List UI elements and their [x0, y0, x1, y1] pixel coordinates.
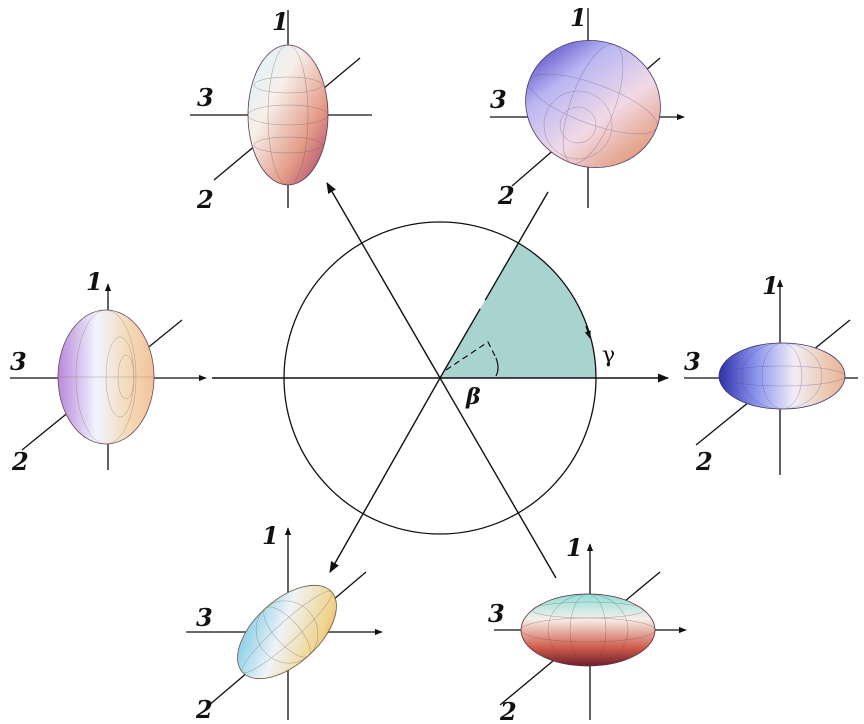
beta-arrow	[445, 341, 497, 371]
axis-label-1: 1	[762, 271, 779, 300]
axis-label-1: 1	[272, 7, 289, 36]
ellipsoid-surface	[520, 593, 656, 667]
axis-label-3: 3	[197, 83, 214, 112]
ellipsoid-top-left: 1 3 2	[190, 7, 372, 214]
ellipsoid-surface	[525, 39, 661, 169]
ray-240-deg	[329, 377, 441, 573]
ray-120-deg	[326, 182, 441, 379]
beta-arc	[495, 357, 499, 377]
axis-label-3: 3	[10, 347, 27, 376]
ray-60-deg	[439, 191, 549, 379]
ellipsoid-surface	[247, 44, 329, 186]
axis-label-3: 3	[196, 603, 213, 632]
ray-300-deg	[439, 377, 557, 579]
ellipsoid-top-right: 1 3 2	[490, 3, 685, 210]
central-diagram: γ β	[212, 182, 670, 579]
axis-label-1: 1	[86, 267, 103, 296]
axis-label-3: 3	[488, 599, 505, 628]
axis-label-2: 2	[499, 697, 517, 724]
axis-label-1: 1	[262, 521, 279, 550]
gamma-arc-arrow	[584, 325, 591, 339]
axis-label-2: 2	[196, 185, 214, 214]
gamma-label: γ	[602, 343, 615, 368]
ellipsoid-bottom-right: 1 3 2	[488, 533, 687, 724]
axis-label-2: 2	[695, 447, 713, 476]
axis-label-2: 2	[195, 695, 213, 724]
ellipsoid-bottom-left: 1 3 2	[186, 521, 383, 724]
gamma-sector	[440, 243, 596, 378]
axis-label-2: 2	[497, 181, 515, 210]
axis-label-3: 3	[490, 85, 507, 114]
ellipsoid-surface	[718, 342, 846, 410]
ellipsoid-left: 1 3 2	[10, 267, 207, 476]
axis-label-2: 2	[11, 447, 29, 476]
axis-label-1: 1	[570, 3, 587, 32]
ellipsoid-right: 1 3 2	[684, 271, 858, 476]
axis-label-1: 1	[566, 533, 583, 562]
axis-label-3: 3	[684, 347, 701, 376]
beta-label: β	[465, 384, 481, 410]
